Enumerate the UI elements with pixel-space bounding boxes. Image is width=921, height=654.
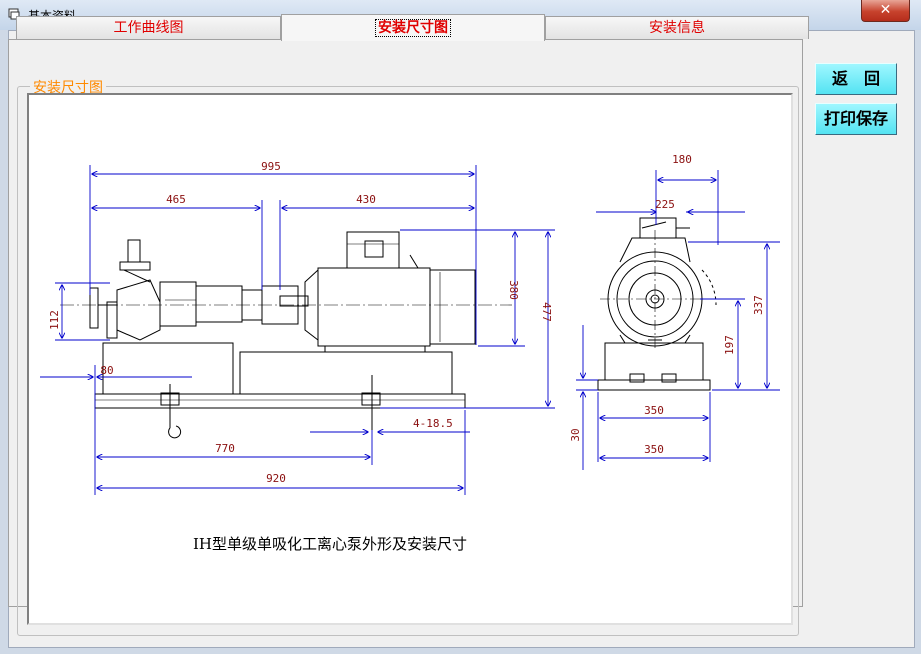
side-view (60, 231, 512, 439)
dim-nozzle-height: 112 (48, 310, 61, 330)
dim-pump-part: 465 (166, 193, 186, 206)
dim-shaft-height: 197 (723, 335, 736, 355)
tab-work-curve[interactable]: 工作曲线图 (16, 16, 281, 39)
drawing-groupbox (17, 86, 799, 636)
tab-install-info[interactable]: 安装信息 (545, 16, 809, 39)
dim-base-edge: 80 (100, 364, 113, 377)
dim-base-thickness: 30 (569, 428, 582, 441)
tab-install-dimensions-label: 安装尺寸图 (375, 19, 451, 37)
end-view-dimension-text: 180 225 197 337 350 350 30 (569, 153, 765, 456)
groupbox-label: 安装尺寸图 (30, 77, 106, 97)
end-view (597, 217, 717, 391)
dim-total-height: 477 (540, 302, 553, 322)
dim-overall-height: 337 (752, 295, 765, 315)
tab-install-dimensions[interactable]: 安装尺寸图 (281, 14, 545, 41)
end-view-dimensions (576, 170, 780, 470)
print-save-button[interactable]: 打印保存 (815, 103, 897, 135)
app-icon (8, 8, 20, 20)
side-view-dimensions (40, 165, 555, 495)
dim-shaft-offset: 225 (655, 198, 675, 211)
dim-base-length: 920 (266, 472, 286, 485)
dim-motor-height: 380 (507, 280, 520, 300)
back-button[interactable]: 返 回 (815, 63, 897, 95)
close-button[interactable]: ✕ (861, 0, 910, 22)
dim-bolt-holes: 4-18.5 (413, 417, 453, 430)
dim-base-top-width: 350 (644, 404, 664, 417)
drawing-caption: IH型单级单吸化工离心泵外形及安装尺寸 (193, 535, 468, 553)
side-view-dimension-text: 995 465 430 380 477 112 80 770 920 4-18.… (48, 160, 553, 485)
dim-base-bottom-width: 350 (644, 443, 664, 456)
dim-motor-part: 430 (356, 193, 376, 206)
dim-motor-width: 180 (672, 153, 692, 166)
dim-bolt-spacing: 770 (215, 442, 235, 455)
dim-overall-length: 995 (261, 160, 281, 173)
